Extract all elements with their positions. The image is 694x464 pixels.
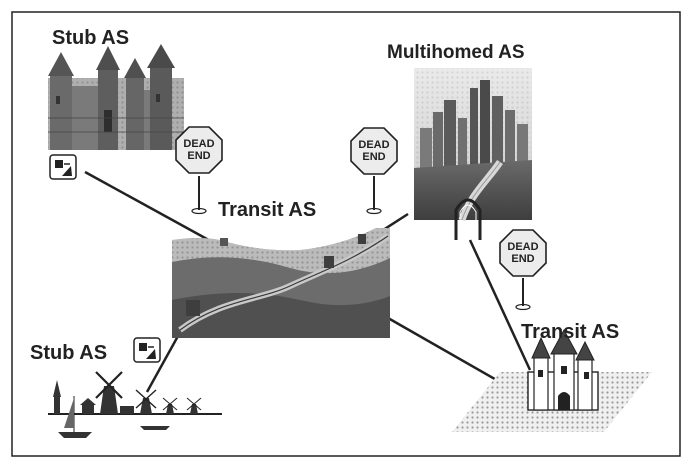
router-icon-bottom [133, 337, 161, 363]
multihomed-as-label: Multihomed AS [387, 42, 525, 63]
stub-as-bottom-label: Stub AS [30, 342, 108, 364]
diagram-border [11, 11, 681, 457]
transit-as-wall-image [172, 228, 390, 338]
dead-end-sign-middle-text: DEAD END [352, 139, 396, 163]
transit-as-right-label: Transit AS [521, 321, 620, 343]
stub-as-top-label: Stub AS [52, 27, 130, 49]
stub-as-windmills-image [48, 371, 222, 438]
multihomed-as-city-image [414, 68, 532, 240]
sign-middle-line1: DEAD [358, 139, 390, 151]
link-transit-to-stub-bottom [145, 335, 180, 393]
dead-end-sign-right-text: DEAD END [501, 241, 545, 265]
sign-middle-line2: END [362, 151, 386, 163]
transit-as-center-label: Transit AS [218, 199, 317, 221]
transit-as-castle-image [452, 328, 652, 432]
dead-end-sign-middle-icon [350, 127, 398, 215]
dead-end-sign-right-icon [499, 229, 547, 311]
sign-left-line2: END [187, 150, 211, 162]
dead-end-sign-left-text: DEAD END [177, 138, 221, 162]
dead-end-sign-left-icon [175, 126, 223, 215]
link-multihomed-to-transit-right [468, 239, 532, 371]
stub-as-castle-image [48, 44, 184, 150]
sign-right-line2: END [511, 253, 535, 265]
link-stub-top-to-transit [84, 170, 217, 246]
router-icon-top [49, 154, 77, 180]
sign-left-line1: DEAD [183, 138, 215, 150]
sign-right-line1: DEAD [507, 241, 539, 253]
